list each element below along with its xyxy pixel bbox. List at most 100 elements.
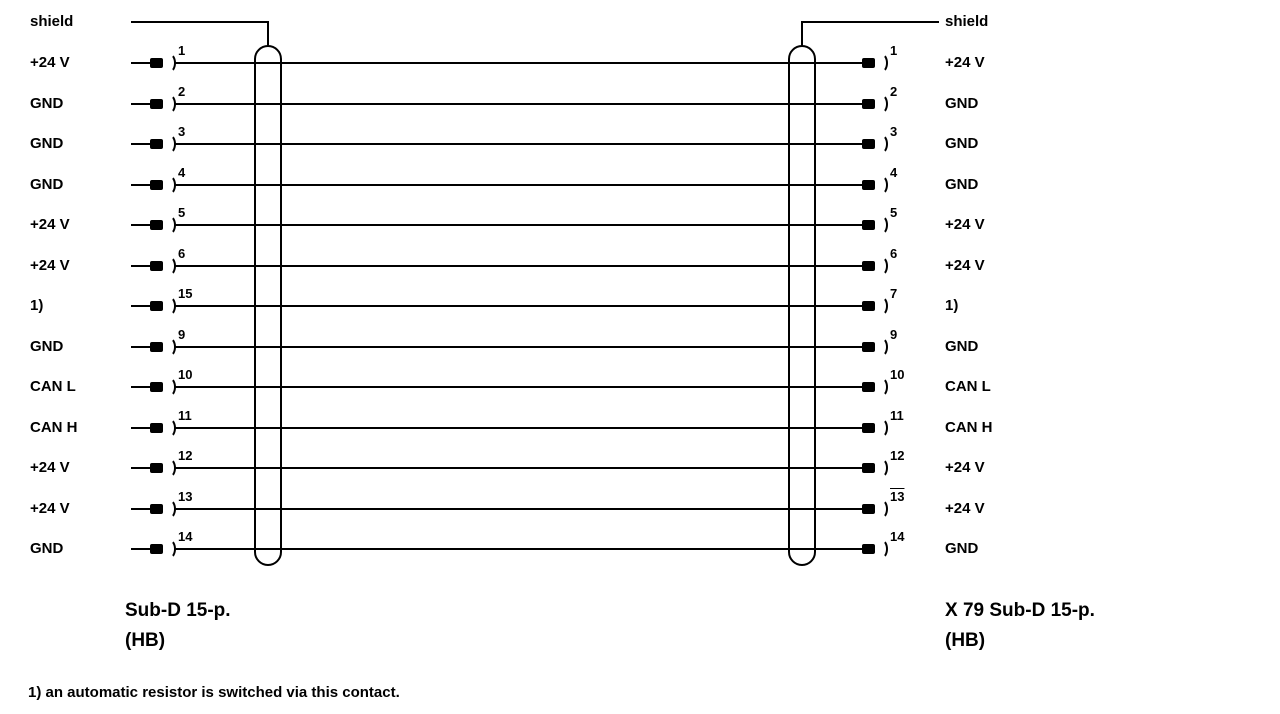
conductor-wire — [175, 346, 862, 348]
left-pin-lead-wire — [131, 346, 151, 348]
right-shield-wire — [801, 21, 939, 23]
right-pin-contact-icon — [862, 544, 875, 554]
left-signal-label: +24 V — [30, 257, 70, 274]
left-signal-label: +24 V — [30, 216, 70, 233]
right-pin-contact-icon — [862, 180, 875, 190]
wire-row: +24 V 5 5 +24 V — [0, 205, 1280, 245]
right-pin-number: 11 — [890, 408, 904, 423]
right-pin-number: 4 — [890, 165, 898, 180]
left-pin-number: 11 — [178, 408, 192, 423]
conductor-wire — [175, 224, 862, 226]
right-pin-number: 14 — [890, 529, 905, 544]
left-signal-label: GND — [30, 540, 64, 557]
wire-row: GND 4 4 GND — [0, 165, 1280, 205]
left-pin-contact-icon — [150, 423, 163, 433]
right-pin-number: 13 — [890, 489, 905, 504]
right-pin-contact-icon — [862, 382, 875, 392]
right-socket-arc-icon — [874, 134, 888, 154]
right-socket-arc-icon — [874, 215, 888, 235]
right-pin-contact-icon — [862, 342, 875, 352]
left-pin-lead-wire — [131, 143, 151, 145]
right-pin-contact-icon — [862, 58, 875, 68]
left-socket-arc-icon — [162, 175, 176, 195]
right-pin-number: 10 — [890, 367, 905, 382]
left-socket-arc-icon — [162, 458, 176, 478]
left-signal-label: GND — [30, 95, 64, 112]
right-connector-name: X 79 Sub-D 15-p. — [945, 600, 1095, 621]
left-pin-lead-wire — [131, 508, 151, 510]
left-pin-number: 5 — [178, 205, 186, 220]
wire-row: CAN L 10 10 CAN L — [0, 367, 1280, 407]
left-pin-number: 14 — [178, 529, 193, 544]
right-socket-arc-icon — [874, 377, 888, 397]
conductor-wire — [175, 103, 862, 105]
left-pin-number: 3 — [178, 124, 186, 139]
right-signal-label: GND — [945, 95, 979, 112]
left-pin-lead-wire — [131, 386, 151, 388]
left-pin-lead-wire — [131, 548, 151, 550]
left-pin-lead-wire — [131, 62, 151, 64]
left-socket-arc-icon — [162, 499, 176, 519]
left-pin-lead-wire — [131, 224, 151, 226]
right-socket-arc-icon — [874, 418, 888, 438]
right-pin-number: 1 — [890, 43, 898, 58]
conductor-wire — [175, 143, 862, 145]
right-pin-contact-icon — [862, 463, 875, 473]
left-pin-number: 15 — [178, 286, 193, 301]
left-pin-lead-wire — [131, 265, 151, 267]
conductor-wire — [175, 184, 862, 186]
wire-row: GND 2 2 GND — [0, 84, 1280, 124]
right-signal-label: 1) — [945, 297, 959, 314]
right-socket-arc-icon — [874, 296, 888, 316]
left-pin-contact-icon — [150, 180, 163, 190]
left-socket-arc-icon — [162, 377, 176, 397]
left-shield-wire — [131, 21, 269, 23]
right-socket-arc-icon — [874, 539, 888, 559]
right-socket-arc-icon — [874, 337, 888, 357]
wire-row: CAN H 11 11 CAN H — [0, 408, 1280, 448]
conductor-wire — [175, 467, 862, 469]
left-signal-label: 1) — [30, 297, 44, 314]
right-signal-label: GND — [945, 338, 979, 355]
right-pin-number: 5 — [890, 205, 898, 220]
left-socket-arc-icon — [162, 94, 176, 114]
right-pin-contact-icon — [862, 504, 875, 514]
wire-row: +24 V 1 1 +24 V — [0, 43, 1280, 83]
left-connector-name: Sub-D 15-p. — [125, 600, 231, 621]
right-signal-label: +24 V — [945, 500, 985, 517]
right-signal-label: CAN L — [945, 378, 991, 395]
wire-row: 1) 15 7 1) — [0, 286, 1280, 326]
right-pin-contact-icon — [862, 220, 875, 230]
right-signal-label: +24 V — [945, 54, 985, 71]
left-pin-contact-icon — [150, 382, 163, 392]
wire-row: +24 V 13 13 +24 V — [0, 489, 1280, 529]
left-signal-label: +24 V — [30, 500, 70, 517]
right-signal-label: GND — [945, 176, 979, 193]
left-socket-arc-icon — [162, 539, 176, 559]
left-signal-label: GND — [30, 176, 64, 193]
left-socket-arc-icon — [162, 215, 176, 235]
right-socket-arc-icon — [874, 458, 888, 478]
conductor-wire — [175, 548, 862, 550]
right-signal-label: CAN H — [945, 419, 993, 436]
left-pin-number: 4 — [178, 165, 186, 180]
left-pin-contact-icon — [150, 139, 163, 149]
left-pin-lead-wire — [131, 305, 151, 307]
right-socket-arc-icon — [874, 53, 888, 73]
right-socket-arc-icon — [874, 175, 888, 195]
left-shield-drop-wire — [267, 21, 269, 47]
left-socket-arc-icon — [162, 134, 176, 154]
right-pin-contact-icon — [862, 301, 875, 311]
left-pin-contact-icon — [150, 342, 163, 352]
wire-row: +24 V 12 12 +24 V — [0, 448, 1280, 488]
right-socket-arc-icon — [874, 94, 888, 114]
right-pin-number: 7 — [890, 286, 898, 301]
left-signal-label: +24 V — [30, 459, 70, 476]
right-pin-contact-icon — [862, 139, 875, 149]
left-signal-label: CAN L — [30, 378, 76, 395]
left-pin-lead-wire — [131, 103, 151, 105]
left-pin-number: 6 — [178, 246, 186, 261]
left-shield-label: shield — [30, 13, 74, 30]
right-pin-contact-icon — [862, 261, 875, 271]
